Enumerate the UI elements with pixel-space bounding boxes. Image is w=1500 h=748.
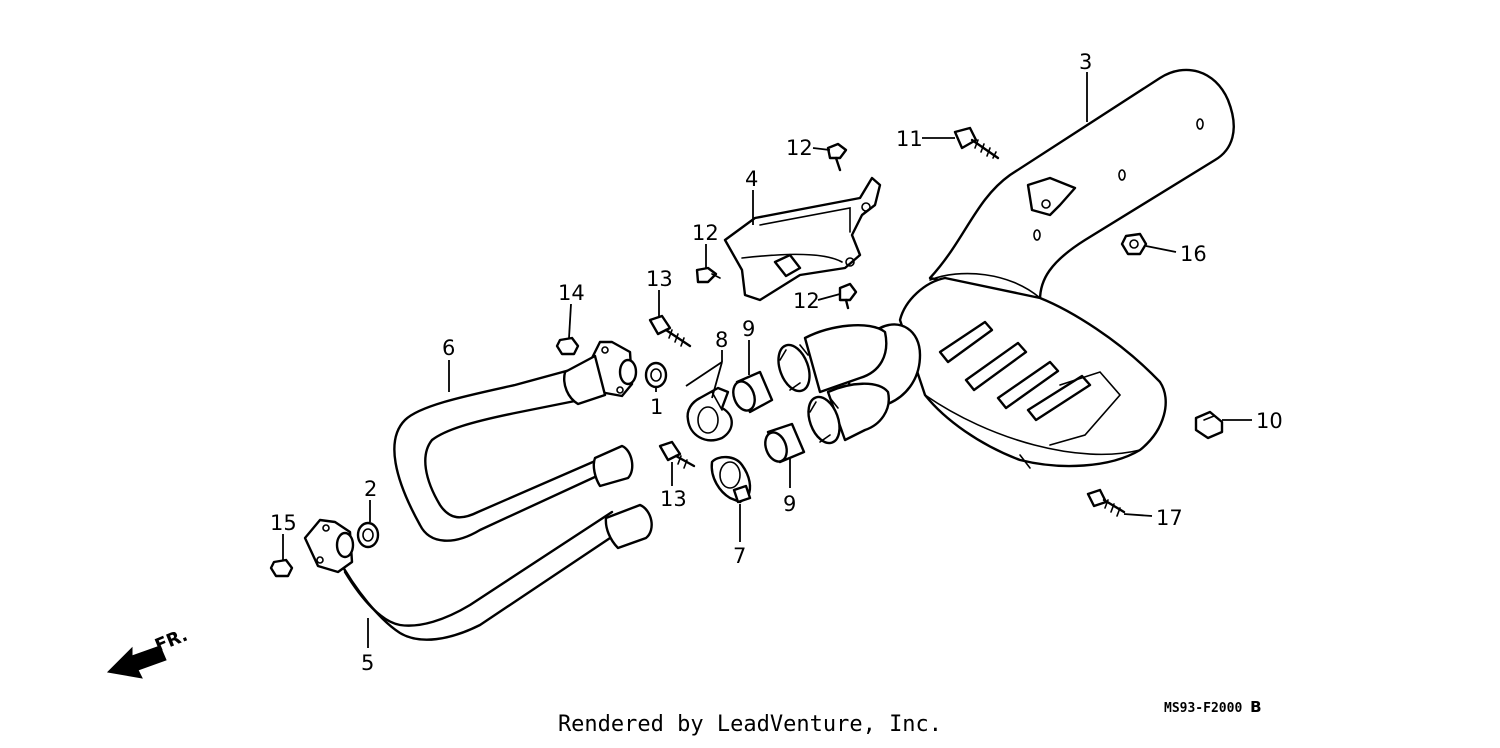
front-arrow-icon: FR. [106,625,191,679]
footer-credit: Rendered by LeadVenture, Inc. [557,712,943,737]
front-direction-label: FR. [152,625,191,657]
muffler[interactable] [773,68,1235,469]
heat-shield[interactable] [723,176,882,302]
gasket-9-upper[interactable] [729,370,774,414]
clamp-7[interactable] [710,455,752,504]
callout-17: 17 [1156,506,1183,530]
callouts: 3 4 11 12 12 12 13 13 14 6 1 8 9 9 7 2 1… [270,50,1283,675]
exhaust-pipe-lower[interactable] [303,503,653,641]
callout-16: 16 [1180,242,1207,266]
diagram-revision: B [1250,698,1262,716]
bolt-12-mid[interactable] [695,266,721,284]
bolt-11[interactable] [953,126,1000,160]
callout-9-upper: 9 [742,317,755,341]
callout-12-lower: 12 [793,289,820,313]
gasket-1[interactable] [644,361,668,389]
gasket-9-lower[interactable] [761,422,806,465]
nut-16[interactable] [1120,232,1148,256]
callout-12-mid: 12 [692,221,719,245]
callout-7: 7 [733,544,746,568]
exhaust-pipe-upper[interactable] [393,340,638,542]
callout-15: 15 [270,511,297,535]
callout-10: 10 [1256,409,1283,433]
callout-2: 2 [364,477,377,501]
bolt-13-upper[interactable] [648,314,692,348]
callout-14: 14 [558,281,585,305]
clamp-8[interactable] [686,386,733,442]
diagram-code-text: MS93-F2000 [1164,701,1243,716]
callout-13-lower: 13 [660,487,687,511]
bolt-12-lower[interactable] [838,282,858,310]
bolt-13-lower[interactable] [658,440,696,469]
bolt-17[interactable] [1086,488,1126,517]
callout-12-top: 12 [786,136,813,160]
nut-14[interactable] [555,336,580,356]
callout-9-lower: 9 [783,492,796,516]
callout-6: 6 [442,336,455,360]
clip-10[interactable] [1194,410,1224,440]
nut-15[interactable] [269,558,294,578]
callout-11: 11 [896,127,923,151]
callout-4: 4 [745,167,758,191]
callout-5: 5 [361,651,374,675]
leader-lines [282,72,1252,648]
gasket-2[interactable] [356,521,380,549]
bolt-12-top[interactable] [826,142,848,172]
callout-8: 8 [715,328,728,352]
diagram-code: MS93-F2000 B [1164,698,1262,716]
callout-3: 3 [1079,50,1092,74]
callout-13-upper: 13 [646,267,673,291]
callout-1: 1 [650,395,663,419]
